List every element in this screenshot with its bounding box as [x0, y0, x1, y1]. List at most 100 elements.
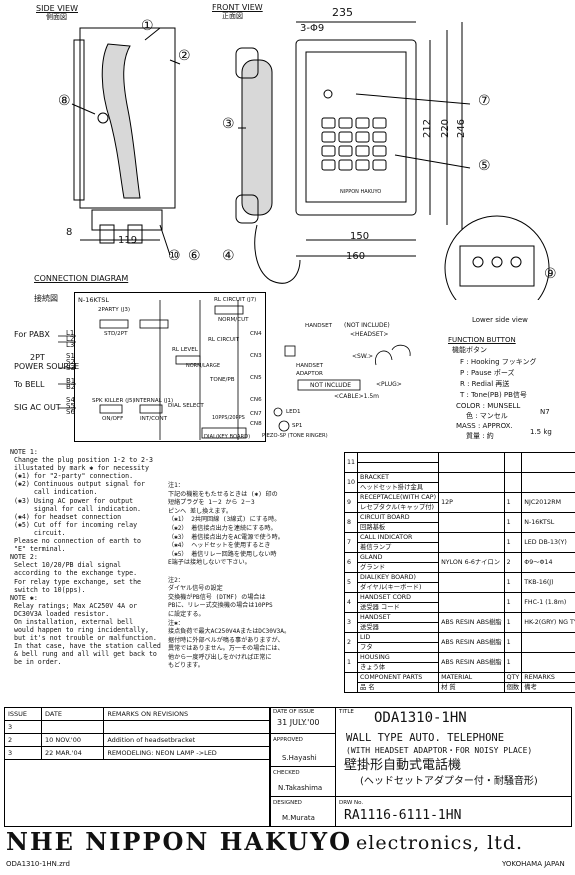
keypad-key [338, 145, 353, 157]
rev-date [41, 720, 105, 734]
wiring-lines [58, 300, 411, 440]
part-no: 7 [343, 532, 359, 553]
keypad-key [321, 159, 336, 171]
header-qty: QTY [503, 672, 523, 683]
label-bell: To BELL [14, 380, 45, 389]
dim-119: 119 [118, 235, 138, 246]
switch-std: STD/2PT [104, 331, 128, 337]
part-remarks [521, 472, 575, 493]
date-value: 31 JULY.'00 [277, 718, 320, 727]
mid-cn3: CN3 [250, 353, 262, 359]
terminal-label: L1 [66, 329, 75, 337]
keypad-key [372, 131, 387, 143]
dim-220: 220 [440, 118, 452, 139]
terminal-label: L3 [66, 341, 75, 349]
keypad-key [355, 131, 370, 143]
side-view-label-jp: 側面図 [46, 13, 67, 21]
part-material [438, 572, 505, 593]
mass-label: MASS : APPROX. [456, 422, 513, 430]
terminal-label: S4 [66, 396, 75, 404]
part-qty: 1 [503, 632, 523, 653]
terminal-label: B2 [66, 383, 76, 391]
mid-rlcircuit: RL CIRCUIT [208, 337, 240, 343]
part-qty: 1 [503, 612, 523, 633]
part-remarks: N-16KTSL [521, 512, 575, 533]
circuit-board-box [74, 292, 266, 442]
function-row-p: P : Pause ポーズ [460, 369, 515, 377]
part-material: 12P [438, 492, 505, 513]
part-qty: 1 [503, 652, 523, 673]
headset-not-include-2: NOT INCLUDE [310, 382, 352, 389]
part-material: ABS RESIN ABS樹脂 [438, 652, 505, 673]
part-no: 9 [343, 492, 359, 513]
keypad-key [372, 159, 387, 171]
revision-table: ISSUE DATE REMARKS ON REVISIONS 3 2 10 N… [3, 707, 270, 760]
part-remarks: Φ9〜Φ14 [521, 552, 575, 573]
terminal-label: S6 [66, 408, 75, 416]
mid-normlarge: NORM/LARGE [186, 363, 220, 369]
part-material: ABS RESIN ABS樹脂 [438, 632, 505, 653]
divider [270, 796, 336, 797]
part-remarks: FHC-1 (1.8m) [521, 592, 575, 613]
dim-8: 8 [66, 227, 73, 238]
callout-7: ⑦ [478, 93, 491, 109]
city: YOKOHAMA JAPAN [502, 860, 565, 868]
part-qty: 1 [503, 512, 523, 533]
part-no: 10 [343, 472, 359, 493]
mid-cn5: CN5 [250, 375, 262, 381]
terminal-label: S5 [66, 402, 75, 410]
mid-cn4: CN4 [250, 331, 262, 337]
header-name: COMPONENT PARTS [357, 672, 440, 683]
part-qty: 1 [503, 592, 523, 613]
part-remarks: TKB-16(J) [521, 572, 575, 593]
keypad-key [372, 145, 387, 157]
switch-spk: SPK KILLER (J5) [92, 398, 135, 404]
keypad-key [355, 159, 370, 171]
side-view-label: SIDE VIEW [36, 4, 78, 13]
part-no: 6 [343, 552, 359, 573]
header-remarks-jp: 備考 [521, 682, 575, 693]
color-label-jp: 色 : マンセル [466, 412, 508, 420]
company-suffix: electronics, ltd. [356, 832, 524, 854]
color-value: N7 [540, 408, 550, 416]
dim-160: 160 [346, 251, 366, 262]
dim-235: 235 [332, 6, 353, 19]
label-pabx: For PABX [14, 330, 50, 339]
checked-label: CHECKED [273, 770, 300, 776]
part-material: NYLON 6-6ナイロン [438, 552, 505, 573]
callout-4: ④ [222, 248, 235, 264]
part-name: CIRCUIT BOARD [357, 512, 440, 523]
notes-english: NOTE 1: Change the plug position 1-2 to … [10, 448, 161, 667]
checked-value: N.Takashima [278, 784, 323, 792]
mid-handset2: HANDSET [296, 363, 324, 369]
mid-cn7: CN7 [250, 411, 262, 417]
rev-header-remarks: REMARKS ON REVISIONS [103, 707, 270, 721]
part-no: 8 [343, 512, 359, 533]
part-no: 3 [343, 612, 359, 633]
keypad-key [338, 159, 353, 171]
callout-9: ⑨ [544, 266, 557, 282]
part-name: HOUSING [357, 652, 440, 663]
part-name-jp: ヘッドセット掛け金具 [357, 482, 440, 493]
switch-2party: 2PARTY (J3) [98, 307, 131, 313]
mid-led1: LED1 [286, 409, 301, 415]
title-label: TITLE [339, 709, 354, 715]
headset-label: <HEADSET> [350, 331, 389, 338]
rev-date: 22 MAR.'04 [41, 746, 105, 760]
file-name: ODA1310-1HN.zrd [6, 860, 70, 868]
mid-tone: TONE/PB [210, 377, 235, 383]
mid-adaptor: ADAPTOR [296, 371, 323, 377]
mid-handset: HANDSET [305, 323, 333, 329]
part-qty [503, 472, 523, 493]
terminal-label: L2 [66, 335, 75, 343]
keypad-key [321, 145, 336, 157]
part-name-jp: ダイヤル(キーボード) [357, 582, 440, 593]
function-row-t: T : Tone(PB) PB信号 [460, 391, 527, 399]
lower-side-view-label: Lower side view [472, 316, 528, 324]
part-no: 11 [343, 452, 359, 473]
part-no: 2 [343, 632, 359, 653]
header-blank [343, 672, 359, 693]
headset-plug: <PLUG> [376, 381, 402, 388]
mid-cn8: CN8 [250, 421, 262, 427]
